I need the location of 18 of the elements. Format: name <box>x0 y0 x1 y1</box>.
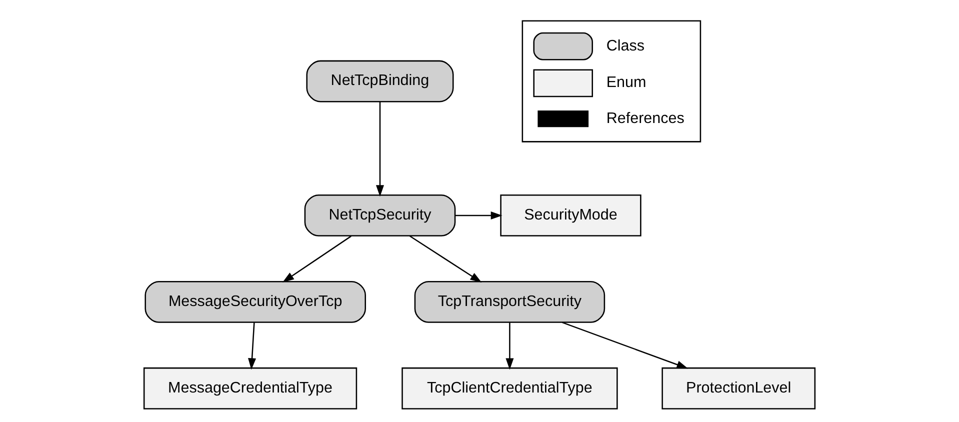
arrow <box>376 102 384 197</box>
node-box: TcpClientCredentialType <box>402 367 618 410</box>
legend-label: Enum <box>606 74 646 92</box>
node-box: NetTcpBinding <box>306 60 454 102</box>
arrow <box>409 235 482 283</box>
arrow <box>282 236 352 282</box>
node-box: NetTcpSecurity <box>304 194 456 236</box>
node-box: MessageCredentialType <box>143 367 358 410</box>
node-box: SecurityMode <box>500 194 642 236</box>
arrow <box>248 322 256 370</box>
legend-label: References <box>606 110 684 127</box>
node-box: ProtectionLevel <box>662 367 816 410</box>
arrow <box>562 322 688 369</box>
node-box: TcpTransportSecurity <box>414 280 606 323</box>
node-box: MessageSecurityOverTcp <box>144 280 366 323</box>
arrow <box>506 322 514 370</box>
arrow <box>455 211 502 220</box>
legend-label: Class <box>606 37 644 54</box>
